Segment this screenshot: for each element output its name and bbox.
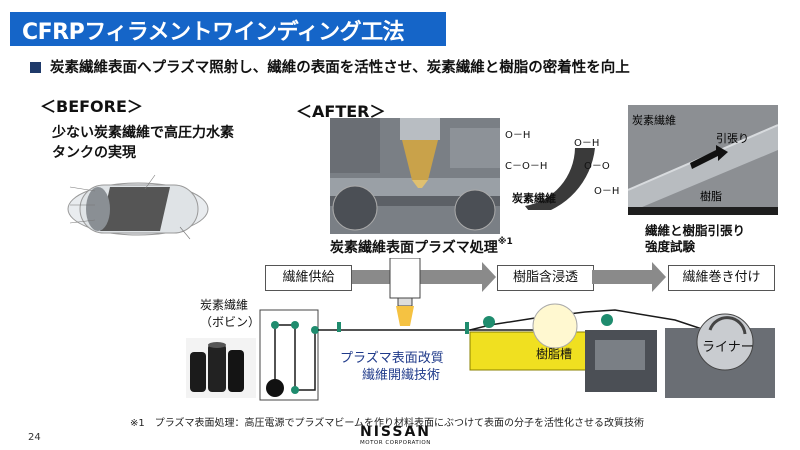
bullet-marker (30, 62, 41, 73)
step-fiber-supply: 繊維供給 (265, 265, 352, 291)
plasma-tech-label-1: プラズマ表面改質 (340, 351, 444, 366)
footnote: ※1 プラズマ表面処理：高圧電源でプラズマビームを作り材料表面にぶつけて表面の分… (130, 418, 645, 429)
sem-resin-label: 樹脂 (700, 190, 722, 203)
title-bar (10, 12, 446, 46)
subtitle: 炭素繊維表面へプラズマ照射し、繊維の表面を活性させ、炭素繊維と樹脂の密着性を向上 (50, 60, 630, 76)
molecule-oh-3: O－H (594, 186, 620, 197)
after-caption-note: ※1 (497, 237, 513, 247)
fiber-path-diagram (259, 303, 775, 401)
plasma-nozzle (389, 258, 421, 326)
sem-tensile-image (628, 105, 778, 215)
resin-tank-label: 樹脂槽 (536, 347, 573, 361)
molecule-oh-1: O－H (505, 130, 531, 141)
nissan-logo: NISSAN (360, 424, 432, 440)
step-fiber-winding: 繊維巻き付け (668, 265, 775, 291)
page-title: CFRPフィラメントワインディング工法 (22, 20, 405, 45)
plasma-machine-photo (330, 118, 500, 234)
bobbin-photo (186, 338, 256, 398)
molecule-oo: O－O (584, 161, 610, 172)
after-caption-text: 炭素繊維表面プラズマ処理 (330, 240, 498, 256)
page-number: 24 (28, 432, 41, 443)
step-resin-impregnation: 樹脂含浸透 (497, 265, 594, 291)
nissan-logo-sub: MOTOR CORPORATION (360, 440, 431, 446)
flow-arrows (352, 262, 666, 292)
bobbin-label-1: 炭素繊維 (200, 298, 249, 312)
before-header: ＜BEFORE＞ (40, 97, 143, 116)
carbon-fiber-molecule-diagram (525, 148, 595, 210)
before-line1: 少ない炭素繊維で高圧力水素 (52, 125, 234, 141)
molecule-coh: C－O－H (505, 161, 548, 172)
before-line2: タンクの実現 (52, 145, 136, 161)
sem-caption-2: 強度試験 (645, 239, 696, 254)
molecule-oh-2: O－H (574, 138, 600, 149)
molecule-label: 炭素繊維 (512, 192, 556, 205)
liner-label: ライナー (702, 340, 754, 355)
after-header: ＜AFTER＞ (296, 102, 386, 121)
sem-pull-label: 引張り (716, 132, 749, 145)
tank-cutaway-image (67, 174, 209, 240)
sem-caption-1: 繊維と樹脂引張り (645, 223, 746, 238)
after-caption: 炭素繊維表面プラズマ処理※1 (330, 237, 513, 257)
bobbin-label-2: （ボビン） (200, 315, 261, 329)
sem-fiber-label: 炭素繊維 (632, 114, 676, 127)
plasma-tech-label-2: 繊維開繊技術 (362, 368, 441, 383)
